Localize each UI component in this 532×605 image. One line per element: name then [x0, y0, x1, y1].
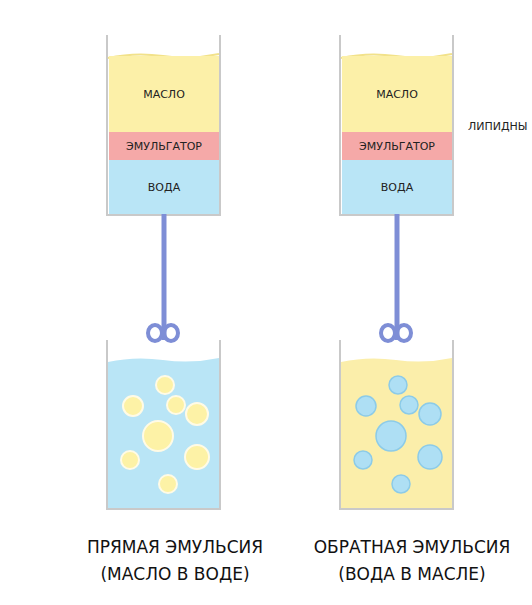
emulsion-name: ОБРАТНАЯ ЭМУЛЬСИЯ — [300, 536, 524, 558]
emulsifier-layer: ЭМУЛЬГАТОР — [342, 132, 452, 160]
emulsion-type: (ВОДА В МАСЛЕ) — [300, 563, 524, 585]
emulsifier-layer: ЭМУЛЬГАТОР — [109, 132, 219, 160]
oil-layer: МАСЛО — [109, 56, 219, 132]
layer-label: ЭМУЛЬГАТОР — [359, 140, 435, 153]
stirrer-rod — [395, 214, 400, 340]
beaker-outline — [107, 35, 220, 215]
layer-label: ВОДА — [381, 181, 413, 194]
layer-label: МАСЛО — [376, 88, 418, 101]
water-layer: ВОДА — [342, 160, 452, 214]
oil-layer: МАСЛО — [342, 56, 452, 132]
emulsion-type: (МАСЛО В ВОДЕ) — [65, 563, 285, 585]
oil-fill — [341, 358, 452, 508]
beaker-outline — [340, 340, 453, 509]
layer-label: МАСЛО — [143, 88, 185, 101]
emulsion-beaker: ПРЯМАЯ ЭМУЛЬСИЯ (МАСЛО В ВОДЕ) — [65, 340, 285, 590]
emulsion-beaker: ОБРАТНАЯ ЭМУЛЬСИЯ (ВОДА В МАСЛЕ) — [300, 340, 524, 590]
water-fill — [108, 358, 219, 508]
stirrer-propeller — [148, 325, 411, 341]
layer-label: ВОДА — [148, 181, 180, 194]
side-label: ЛИПИДНЫ — [468, 120, 528, 133]
beaker-outline — [340, 35, 453, 215]
beaker-outline — [107, 340, 220, 509]
water-droplets — [354, 376, 442, 493]
water-layer: ВОДА — [109, 160, 219, 214]
stirrer-rod — [162, 214, 167, 340]
layer-label: ЭМУЛЬГАТОР — [126, 140, 202, 153]
oil-droplets — [121, 376, 209, 493]
emulsion-name: ПРЯМАЯ ЭМУЛЬСИЯ — [65, 536, 285, 558]
